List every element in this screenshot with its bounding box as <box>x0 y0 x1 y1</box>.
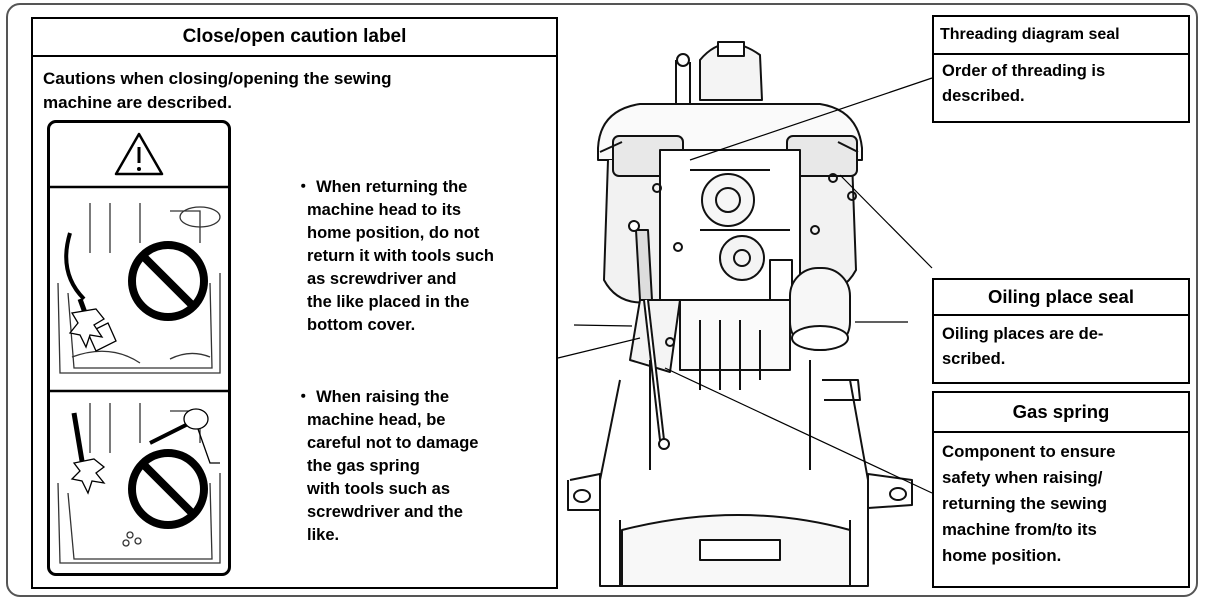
caution-line: bottom cover. <box>295 314 494 337</box>
caution-line: like. <box>295 524 478 547</box>
caution-line: the like placed in the <box>295 291 494 314</box>
description-line: home position. <box>942 543 1180 569</box>
caution-line: careful not to damage <box>295 432 478 455</box>
prohibition-icon <box>132 453 204 525</box>
threading-seal-title: Threading diagram seal <box>934 17 1188 55</box>
gas-spring-title: Gas spring <box>934 393 1188 433</box>
caution-line: as screwdriver and <box>295 268 494 291</box>
description-line: Oiling places are de- <box>942 322 1180 347</box>
threading-seal-description: Order of threading is described. <box>934 55 1188 113</box>
gas-spring-box: Gas spring Component to ensure safety wh… <box>932 391 1190 588</box>
description-line: returning the sewing <box>942 491 1180 517</box>
caution-line: machine head to its <box>295 199 494 222</box>
close-open-intro: Cautions when closing/opening the sewing… <box>43 67 392 115</box>
caution-line: screwdriver and the <box>295 501 478 524</box>
oiling-place-seal: Oiling place seal Oiling places are de- … <box>932 278 1190 384</box>
oiling-seal-title: Oiling place seal <box>934 280 1188 316</box>
description-line: machine from/to its <box>942 517 1180 543</box>
caution-label-panel <box>47 120 231 576</box>
caution-line: home position, do not <box>295 222 494 245</box>
description-line: safety when raising/ <box>942 465 1180 491</box>
description-line: scribed. <box>942 347 1180 372</box>
machine-illustration <box>568 42 912 586</box>
close-open-caution-label: Close/open caution label Cautions when c… <box>31 17 558 589</box>
caution-label-art <box>50 123 228 573</box>
caution-line: machine head, be <box>295 409 478 432</box>
gas-spring-description: Component to ensure safety when raising/… <box>934 433 1188 575</box>
oiling-seal-description: Oiling places are de- scribed. <box>934 316 1188 378</box>
collision-icon <box>72 459 104 493</box>
intro-line: machine are described. <box>43 91 392 115</box>
description-line: Order of threading is <box>942 59 1180 84</box>
threading-diagram-seal: Threading diagram seal Order of threadin… <box>932 15 1190 123</box>
caution-line: the gas spring <box>295 455 478 478</box>
warning-triangle-icon <box>116 134 162 174</box>
caution-line: ・ When raising the <box>295 386 478 409</box>
prohibition-icon <box>132 245 204 317</box>
caution-raising-head: ・ When raising the machine head, be care… <box>295 386 478 547</box>
description-line: described. <box>942 84 1180 109</box>
caution-line: with tools such as <box>295 478 478 501</box>
intro-line: Cautions when closing/opening the sewing <box>43 67 392 91</box>
close-open-caution-title: Close/open caution label <box>33 19 556 57</box>
description-line: Component to ensure <box>942 439 1180 465</box>
caution-line: ・ When returning the <box>295 176 494 199</box>
caution-returning-head: ・ When returning the machine head to its… <box>295 176 494 337</box>
caution-line: return it with tools such <box>295 245 494 268</box>
